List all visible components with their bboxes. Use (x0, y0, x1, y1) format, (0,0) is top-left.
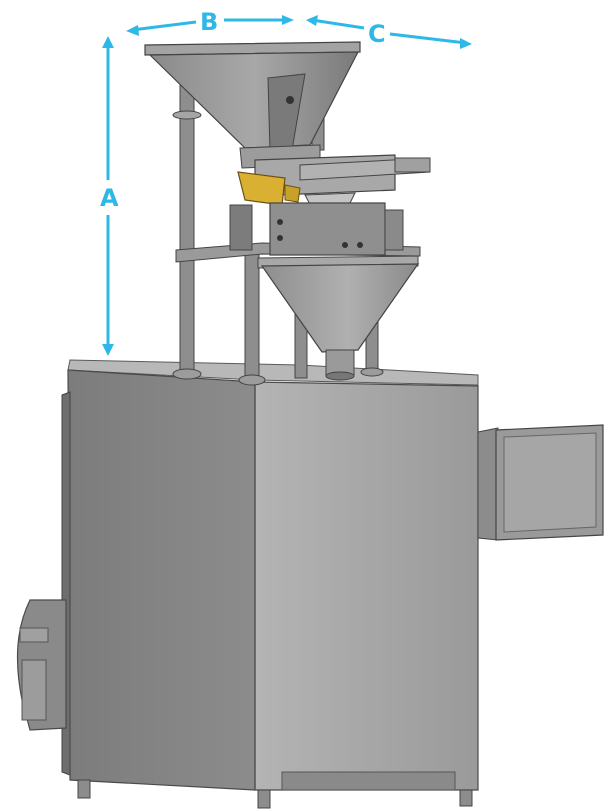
foot (459, 789, 473, 807)
dimension-b-label: B (200, 8, 218, 36)
yellow-gate (237, 171, 286, 206)
weigh-cell-box (269, 202, 386, 256)
cone-body (260, 263, 420, 353)
dimension-c-arrow-right (460, 38, 472, 49)
cabinet-front-face (254, 381, 479, 791)
side-motor (16, 599, 67, 731)
base-cabinet (61, 359, 479, 791)
dimension-a-label: A (100, 184, 119, 212)
dimension-b-arrow-left (126, 25, 139, 36)
dimension-a: A (100, 36, 119, 356)
weigh-assembly (229, 154, 431, 256)
dimension-c: C (306, 15, 472, 49)
cabinet-feet (77, 779, 473, 809)
dimension-a-arrow-top (102, 36, 114, 48)
foot (77, 779, 91, 799)
dimension-c-arrow-left (306, 15, 318, 26)
discharge-cone (257, 255, 420, 381)
support-leg (244, 249, 260, 381)
dimension-b: B (126, 8, 294, 36)
foot (257, 789, 271, 809)
cabinet-left-face (67, 369, 256, 791)
cabinet-base-cutout (281, 771, 456, 791)
hopper-rim (144, 41, 361, 56)
dimension-b-arrow-right (282, 15, 294, 25)
dimension-c-label: C (368, 20, 386, 48)
feed-hopper (144, 41, 361, 169)
dimension-a-arrow-bottom (102, 344, 114, 356)
control-panel-box (477, 424, 604, 541)
